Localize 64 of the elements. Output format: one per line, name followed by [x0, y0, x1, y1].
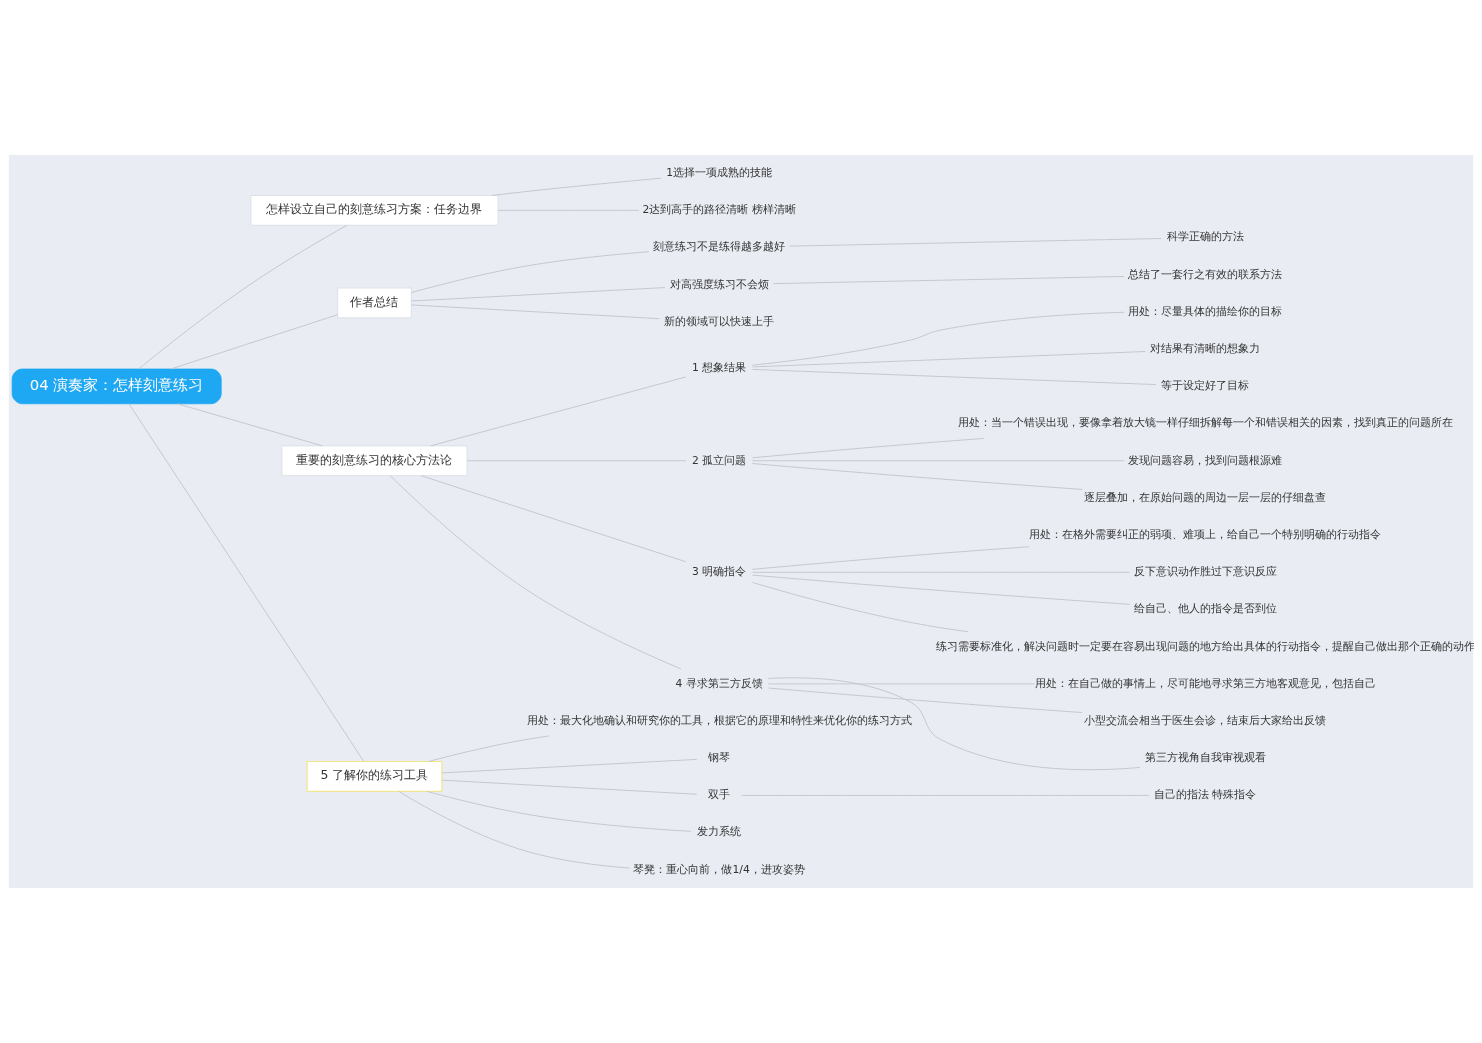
node-text: 对高强度练习不会烦 — [669, 277, 769, 291]
node-text: 小型交流会相当于医生会诊，结束后大家给出反馈 — [1084, 713, 1327, 727]
node-text: 2达到高手的路径清晰 榜样清晰 — [642, 203, 796, 217]
connector — [751, 368, 1157, 386]
node-text: 用处：在格外需要纠正的弱项、难项上，给自己一个特别明确的行动指令 — [1029, 527, 1382, 541]
node-text: 琴凳：重心向前，做1/4，进攻姿势 — [633, 862, 805, 876]
connector — [767, 687, 1083, 714]
connector — [426, 790, 692, 832]
connector — [741, 794, 1150, 796]
node-text: 双手 — [708, 788, 731, 802]
connector — [772, 275, 1125, 285]
node-text: 总结了一套行之有效的联系方法 — [1128, 267, 1283, 281]
node-text: 反下意识动作胜过下意识反应 — [1133, 565, 1277, 579]
node-text: 对结果有清晰的想象力 — [1150, 342, 1261, 356]
connector — [441, 758, 698, 774]
node-text: 3 明确指令 — [691, 565, 747, 579]
node-text: 发力系统 — [697, 825, 742, 839]
node-text: 自己的指法 特殊指令 — [1153, 788, 1257, 802]
node-text: 等于设定好了目标 — [1161, 379, 1250, 393]
connector — [441, 779, 698, 795]
connector — [751, 463, 1083, 490]
connector — [410, 304, 660, 320]
connector — [389, 475, 682, 670]
node-text: 第三方视角自我审视观看 — [1144, 751, 1266, 765]
node-text: 给自己、他人的指令是否到位 — [1133, 602, 1277, 616]
connector — [427, 735, 550, 763]
connector — [128, 403, 365, 763]
connector — [751, 311, 1125, 366]
node-text: 科学正确的方法 — [1166, 230, 1244, 244]
connector — [170, 314, 339, 370]
connector — [398, 790, 631, 869]
connector — [767, 677, 1141, 771]
node-text: 钢琴 — [708, 751, 731, 765]
node-text: 4 寻求第三方反馈 — [675, 676, 763, 690]
node-text: 2 孤立问题 — [691, 453, 747, 467]
connector — [751, 546, 1030, 570]
node-text: 用处：最大化地确认和研究你的工具，根据它的原理和特性来优化你的练习方式 — [526, 713, 912, 727]
connector — [410, 251, 650, 294]
node-box: 重要的刻意练习的核心方法论 — [281, 445, 468, 477]
node-text: 用处：尽量具体的描绘你的目标 — [1128, 304, 1283, 318]
node-text: 用处：当一个错误出现，要像拿着放大镜一样仔细拆解每一个和错误相关的因素，找到真正的问题所在 — [957, 416, 1453, 430]
connector — [420, 475, 687, 563]
connector — [410, 287, 666, 302]
node-text: 新的领域可以快速上手 — [664, 314, 775, 328]
node-text: 用处：在自己做的事情上，尽可能地寻求第三方地客观意见，包括自己 — [1034, 676, 1376, 690]
node-text: 逐层叠加，在原始问题的周边一层一层的仔细盘查 — [1084, 490, 1327, 504]
connector — [751, 437, 985, 459]
node-text: 刻意练习不是练得越多越好 — [653, 240, 786, 254]
connector — [751, 581, 969, 633]
connector — [789, 238, 1162, 247]
connector — [430, 376, 687, 447]
node-text: 练习需要标准化，解决问题时一定要在容易出现问题的地方给出具体的行动指令，提醒自己做出那个正确的动作 — [935, 639, 1475, 653]
node-box: 作者总结 — [337, 287, 412, 319]
connector — [177, 403, 323, 447]
connector — [751, 351, 1146, 368]
connector — [751, 574, 1131, 605]
node-box: 04 演奏家：怎样刻意练习 — [11, 368, 222, 405]
node-box: 怎样设立自己的刻意练习方案：任务边界 — [250, 195, 499, 226]
node-text: 发现问题容易，找到问题根源难 — [1128, 453, 1283, 467]
node-box: 5 了解你的练习工具 — [306, 761, 443, 792]
node-text: 1选择一项成熟的技能 — [666, 165, 773, 179]
connector — [491, 177, 662, 196]
connector — [138, 224, 348, 370]
node-text: 1 想象结果 — [691, 361, 747, 375]
